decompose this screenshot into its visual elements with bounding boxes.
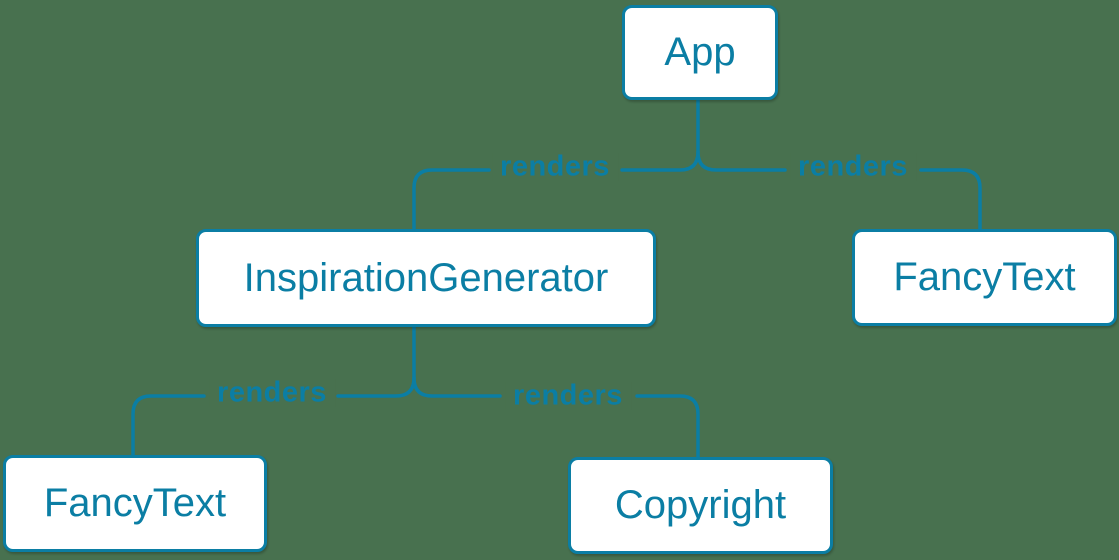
- node-fancy-text-bottom-label: FancyText: [43, 481, 227, 525]
- edge-label-renders-inspirationgenerator-fancytext: renders: [209, 378, 335, 408]
- node-fancy-text-top: FancyText: [852, 229, 1117, 326]
- node-copyright-label: Copyright: [614, 483, 787, 527]
- node-inspiration-generator: InspirationGenerator: [196, 229, 656, 327]
- node-fancy-text-bottom: FancyText: [3, 455, 267, 552]
- edge-inspirationgenerator-to-copyright: [412, 376, 700, 460]
- edge-label-renders-app-fancytext: renders: [790, 152, 916, 182]
- node-copyright: Copyright: [568, 457, 833, 554]
- edge-app-to-fancytext: [696, 150, 982, 231]
- edge-label-renders-inspirationgenerator-copyright: renders: [505, 381, 631, 411]
- node-app-label: App: [664, 30, 736, 74]
- edge-label-renders-app-inspirationgenerator: renders: [492, 152, 618, 182]
- node-app: App: [622, 5, 778, 100]
- node-inspiration-generator-label: InspirationGenerator: [243, 255, 609, 300]
- node-fancy-text-top-label: FancyText: [893, 255, 1076, 299]
